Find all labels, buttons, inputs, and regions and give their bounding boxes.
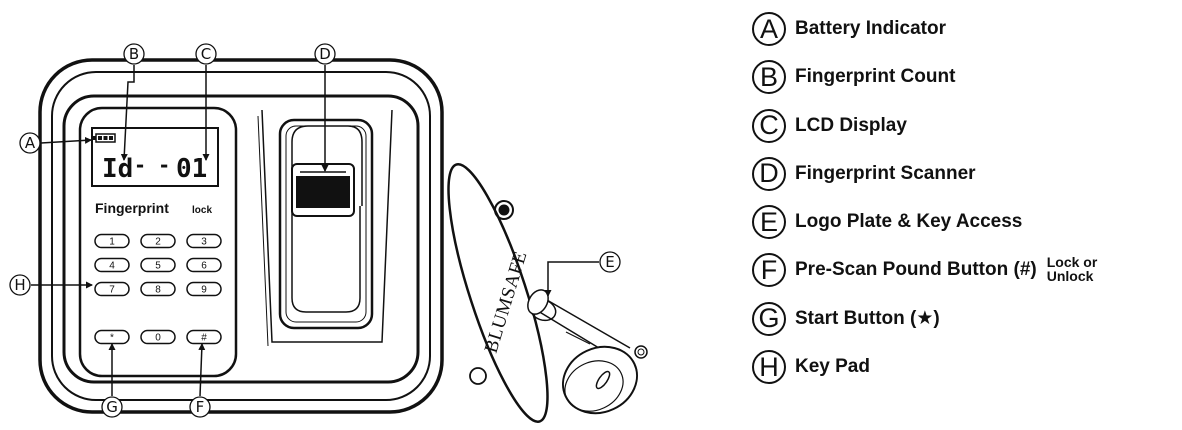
callout-b: B: [120, 43, 145, 161]
keypad-key-label: #: [201, 333, 207, 344]
keypad-key-shape: [140, 233, 176, 249]
scanner-window: [296, 176, 350, 208]
keypad-key-label: 0: [155, 333, 161, 344]
keypad-key-label: 6: [201, 261, 207, 272]
callout-f-letter: F: [196, 398, 205, 416]
keypad-key-shape: [94, 233, 130, 249]
callout-c: C: [195, 43, 217, 161]
keypad-key-shape: [140, 257, 176, 273]
keypad-key[interactable]: 8: [140, 281, 176, 297]
callout-h: H: [9, 274, 93, 296]
keypad-key-label: 2: [155, 237, 161, 248]
legend-item: B Fingerprint Count: [752, 60, 1172, 108]
keypad-key[interactable]: 2: [140, 233, 176, 249]
legend-item: F Pre-Scan Pound Button (#) Lock or Unlock: [752, 253, 1172, 301]
keypad: 1 2 3 4 5 6 7 8 9 * 0 #: [94, 233, 222, 345]
legend-label: Logo Plate & Key Access: [795, 211, 1023, 233]
battery-icon: [92, 133, 116, 143]
control-panel: [78, 106, 238, 378]
legend-label: Fingerprint Scanner: [795, 162, 976, 184]
brand-wordmark: BLUMSAFE: [481, 249, 532, 356]
keypad-key[interactable]: 6: [186, 257, 222, 273]
keypad-key-shape: [186, 257, 222, 273]
legend-letter-marker: G: [752, 301, 786, 336]
keypad-key-label: 5: [155, 261, 161, 272]
legend-label: Fingerprint Count: [795, 66, 956, 88]
lock-housing: [38, 58, 444, 414]
keypad-key-shape: [94, 257, 130, 273]
legend-label: Pre-Scan Pound Button (#): [795, 259, 1037, 281]
legend-item: A Battery Indicator: [752, 12, 1172, 60]
legend-letter-marker: D: [752, 156, 786, 191]
keypad-key[interactable]: 5: [140, 257, 176, 273]
callout-c-letter: C: [201, 45, 211, 63]
callout-e: E: [544, 251, 621, 297]
callout-a-letter: A: [25, 134, 36, 152]
legend-label: Battery Indicator: [795, 18, 946, 39]
keypad-key-shape: [140, 281, 176, 297]
keypad-key-label: 9: [201, 285, 207, 296]
keypad-key[interactable]: 4: [94, 257, 130, 273]
keypad-key-shape: [186, 281, 222, 297]
keypad-key-label: 3: [201, 237, 207, 248]
legend-item: H Key Pad: [752, 350, 1172, 398]
callout-g-letter: G: [106, 398, 118, 416]
keypad-key-label: *: [110, 333, 114, 344]
callout-h-letter: H: [14, 276, 25, 294]
legend-item: C LCD Display: [752, 108, 1172, 157]
legend-item: E Logo Plate & Key Access: [752, 205, 1172, 253]
key-icon: [527, 289, 648, 415]
panel-fingerprint-label: Fingerprint: [95, 200, 169, 216]
callout-d: D: [314, 43, 336, 172]
legend-letter-marker: H: [752, 350, 786, 385]
fingerprint-lock-illustration: Id - - 01 Fingerprint lock 1 2 3 4 5 6 7 8 9 * 0 #: [9, 43, 648, 423]
keypad-key[interactable]: 9: [186, 281, 222, 297]
keypad-key[interactable]: 3: [186, 233, 222, 249]
callout-b-letter: B: [129, 45, 139, 63]
keypad-key[interactable]: #: [186, 329, 222, 345]
legend-letter-marker: E: [752, 205, 786, 240]
logo-button-icon: [494, 200, 514, 220]
callout-a: A: [19, 132, 92, 154]
keypad-key[interactable]: 1: [94, 233, 130, 249]
legend-letter-marker: B: [752, 60, 786, 95]
legend-letter-marker: F: [752, 253, 786, 288]
logo-o-mark: [469, 367, 487, 385]
lcd-id-text: Id: [102, 154, 133, 184]
legend-item: D Fingerprint Scanner: [752, 156, 1172, 205]
callout-f: F: [189, 343, 211, 418]
legend-label: Key Pad: [795, 356, 870, 378]
legend-item: G Start Button (★): [752, 301, 1172, 350]
legend-label: Start Button (★): [795, 307, 940, 329]
keypad-key[interactable]: 7: [94, 281, 130, 297]
keypad-key[interactable]: *: [94, 329, 130, 345]
callout-g: G: [101, 343, 123, 418]
callout-d-letter: D: [319, 45, 331, 63]
keypad-key-label: 4: [109, 261, 115, 272]
keypad-key-shape: [94, 281, 130, 297]
lcd-dashes-text: - -: [134, 153, 170, 177]
legend-letter-marker: A: [752, 12, 786, 46]
panel-lock-label: lock: [192, 205, 212, 216]
lcd-display: Id - - 01: [91, 127, 219, 187]
fingerprint-scanner: [257, 109, 393, 347]
legend-label: LCD Display: [795, 114, 907, 136]
keypad-key-label: 7: [109, 285, 115, 296]
keypad-key-label: 8: [155, 285, 161, 296]
callout-e-letter: E: [605, 253, 614, 271]
keypad-key-shape: [186, 233, 222, 249]
legend-note: Lock or Unlock: [1046, 254, 1098, 285]
keypad-key[interactable]: 0: [140, 329, 176, 345]
keypad-key-shape: [140, 329, 176, 345]
lcd-count-text: 01: [176, 154, 207, 184]
legend-letter-marker: C: [752, 108, 786, 143]
keypad-key-label: 1: [109, 237, 115, 248]
